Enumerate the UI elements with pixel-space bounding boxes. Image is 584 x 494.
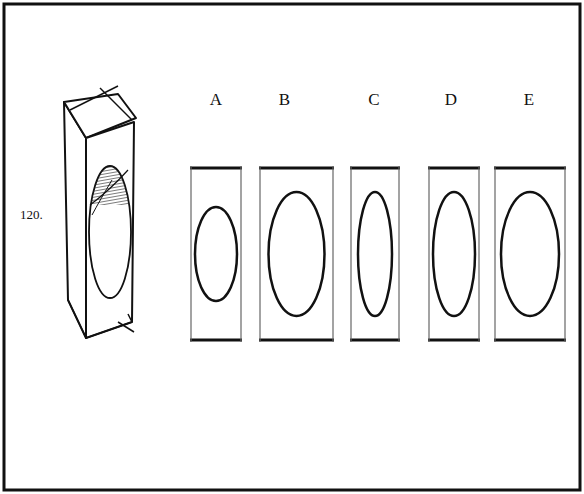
option-outline bbox=[350, 166, 400, 342]
option-letter: B bbox=[279, 90, 290, 110]
answer-option-box: C bbox=[350, 166, 400, 342]
answer-option-box: E bbox=[494, 166, 566, 342]
option-letter: E bbox=[524, 90, 534, 110]
cube-figure bbox=[64, 86, 136, 338]
option-letter: D bbox=[445, 90, 457, 110]
option-outline bbox=[190, 166, 242, 342]
question-number: 120. bbox=[20, 207, 43, 223]
answer-option-box: D bbox=[428, 166, 480, 342]
option-outline bbox=[259, 166, 334, 342]
answer-option-box: B bbox=[259, 166, 334, 342]
option-letter: A bbox=[210, 90, 222, 110]
option-outline bbox=[494, 166, 566, 342]
option-outline bbox=[428, 166, 480, 342]
answer-option-box: A bbox=[190, 166, 242, 342]
option-letter: C bbox=[368, 90, 379, 110]
